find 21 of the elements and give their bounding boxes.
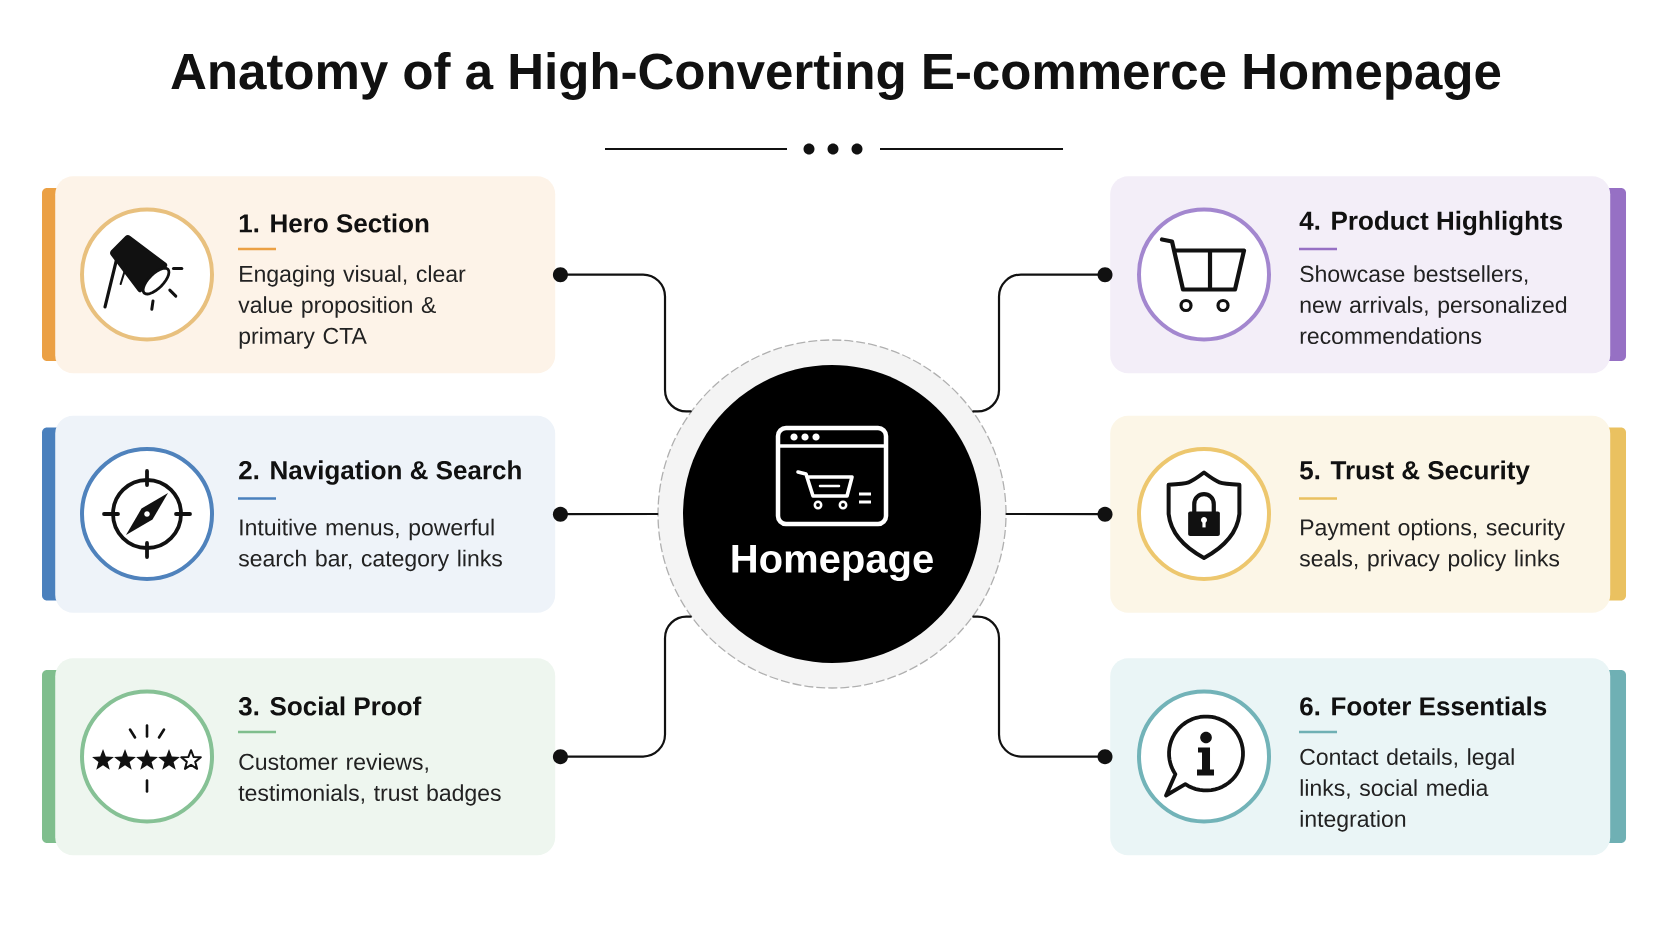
description: Contact details, legal links, social media integration bbox=[1300, 748, 1514, 832]
heading: 6. Footer Essentials bbox=[1300, 696, 1547, 716]
heading: 4. Product Highlights bbox=[1299, 210, 1562, 236]
hub-label: Homepage bbox=[732, 545, 933, 581]
connector bbox=[552, 506, 659, 522]
connector bbox=[972, 267, 1113, 413]
description: Payment options, security seals, privacy policy links bbox=[1299, 518, 1566, 572]
hub-circle bbox=[657, 339, 1007, 689]
heading: 5. Trust & Security bbox=[1300, 460, 1530, 485]
heading: 2. Navigation & Search bbox=[239, 460, 521, 485]
title: Anatomy of a High-Converting E-commerce Homepage bbox=[171, 52, 1501, 100]
description: Customer reviews, testimonials, trust badges bbox=[238, 753, 501, 806]
heading: 1. Hero Section bbox=[239, 213, 429, 233]
description: Intuitive menus, powerful search bar, category links bbox=[238, 518, 502, 572]
heading: 3. Social Proof bbox=[238, 696, 422, 716]
connector bbox=[552, 267, 692, 413]
description: Showcase bestsellers, new arrivals, personalized recommendations bbox=[1300, 265, 1567, 345]
connector bbox=[1005, 506, 1113, 522]
description: Engaging visual, clear value proposition & primary CTA bbox=[238, 265, 466, 349]
connector bbox=[552, 615, 692, 765]
connector bbox=[972, 615, 1113, 765]
